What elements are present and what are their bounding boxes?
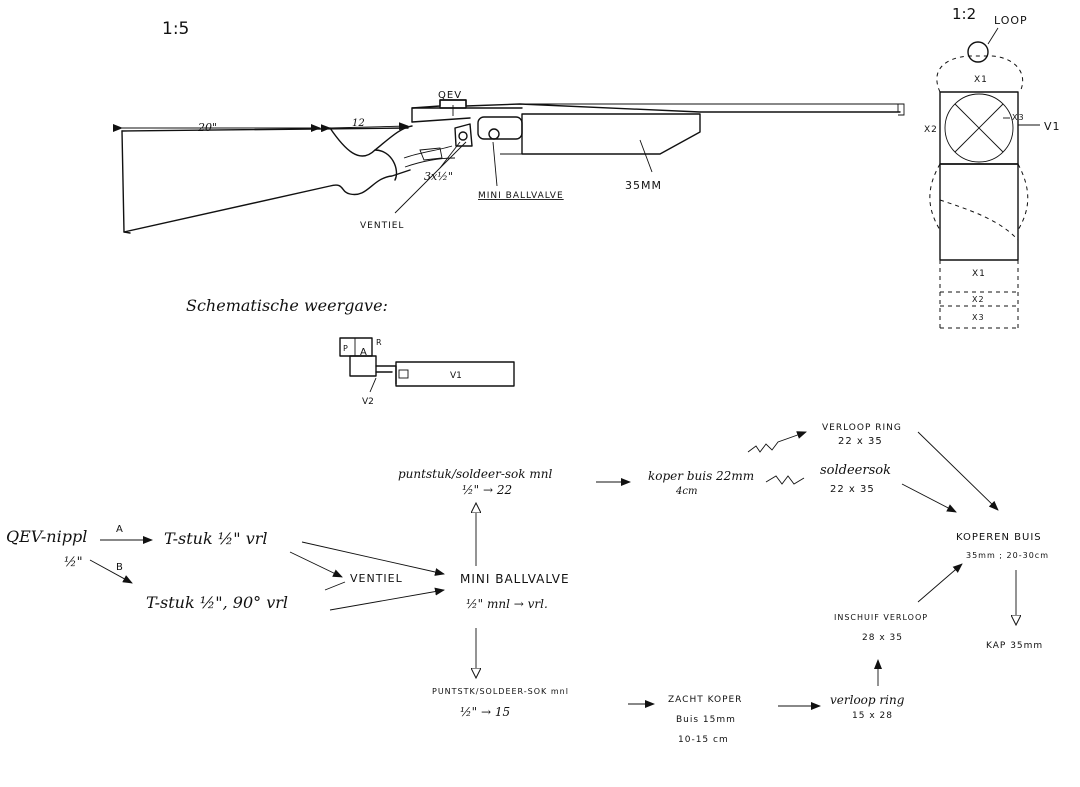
tube-label: 35MM (625, 179, 662, 192)
schematic-v1-label: V1 (450, 371, 462, 381)
fitting-label: 3x½" (424, 170, 453, 183)
tee2-label: T-stuk ½", 90° vrl (146, 593, 288, 612)
scale-detail-label: 1:2 (952, 5, 976, 23)
flow-arrows (89, 431, 1016, 710)
zacht-koper-label: ZACHT KOPER (668, 695, 742, 705)
zacht-koper-size: Buis 15mm (676, 715, 736, 725)
schematic-a-label: A (360, 347, 367, 358)
x1-top-label: X1 (974, 75, 988, 85)
gun-side-view (113, 99, 905, 234)
koper22-length: 4cm (675, 486, 697, 497)
detail-section-view (929, 27, 1040, 329)
verloopring-spec: 22 x 35 (838, 436, 883, 447)
verloopring-label: VERLOOP RING (822, 423, 902, 433)
koper22-label: koper buis 22mm (648, 469, 754, 483)
qev-nipple-size: ½" (64, 555, 83, 570)
koperen-buis-spec: 35mm ; 20-30cm (966, 551, 1049, 560)
schematic-diagram (339, 337, 515, 393)
v1-detail-label: V1 (1044, 120, 1061, 133)
tee1-label: T-stuk ½" vrl (164, 529, 268, 548)
verloopring-15-spec: 15 x 28 (852, 711, 893, 721)
soldeersok-spec: 22 x 35 (830, 484, 875, 495)
ballvalve-label: MINI BALLVALVE (478, 191, 564, 201)
schematic-v2-label: V2 (362, 397, 374, 407)
qev-nipple-label: QEV-nippl (6, 527, 87, 546)
verloopring-15-label: verloop ring (830, 693, 905, 707)
upper-puntstuk-spec: ½" → 22 (462, 483, 512, 497)
ballvalve-flow-label: MINI BALLVALVE (460, 572, 570, 586)
schematic-p-label: P (343, 344, 348, 353)
scale-main-label: 1:5 (162, 19, 189, 39)
zacht-koper-length: 10-15 cm (678, 735, 729, 745)
koperen-buis-label: KOPEREN BUIS (956, 532, 1042, 543)
x2-bottom-label: X2 (972, 295, 985, 304)
lower-puntstuk-label: PUNTSTK/SOLDEER-SOK mnl (432, 687, 569, 696)
kap-label: KAP 35mm (986, 641, 1043, 651)
inschuif-verloop-label: INSCHUIF VERLOOP (834, 613, 928, 622)
x3-right-label: X3 (1012, 113, 1025, 122)
upper-puntstuk-label: puntstuk/soldeer-sok mnl (398, 467, 552, 481)
x3-bottom-label: X3 (972, 313, 985, 322)
ventiel-flow-label: VENTIEL (350, 572, 403, 585)
soldeersok-label: soldeersok (820, 463, 891, 478)
dim-grip-label: 12 (352, 118, 365, 129)
x2-left-label: X2 (924, 125, 938, 135)
loop-label: LOOP (994, 14, 1028, 27)
arrow-a-label: A (116, 524, 123, 535)
ventiel-gun-label: VENTIEL (360, 221, 404, 231)
schematic-r-label: R (376, 338, 382, 347)
qev-label: QEV (438, 90, 462, 101)
inschuif-verloop-spec: 28 x 35 (862, 633, 903, 643)
x1-bottom-label: X1 (972, 269, 986, 279)
lower-puntstuk-spec: ½" → 15 (460, 705, 510, 719)
schematic-title: Schematische weergave: (186, 296, 388, 315)
dim-stock-label: 20" (197, 121, 217, 134)
ballvalve-flow-spec: ½" mnl → vrl. (466, 597, 548, 611)
arrow-b-label: B (116, 562, 123, 573)
